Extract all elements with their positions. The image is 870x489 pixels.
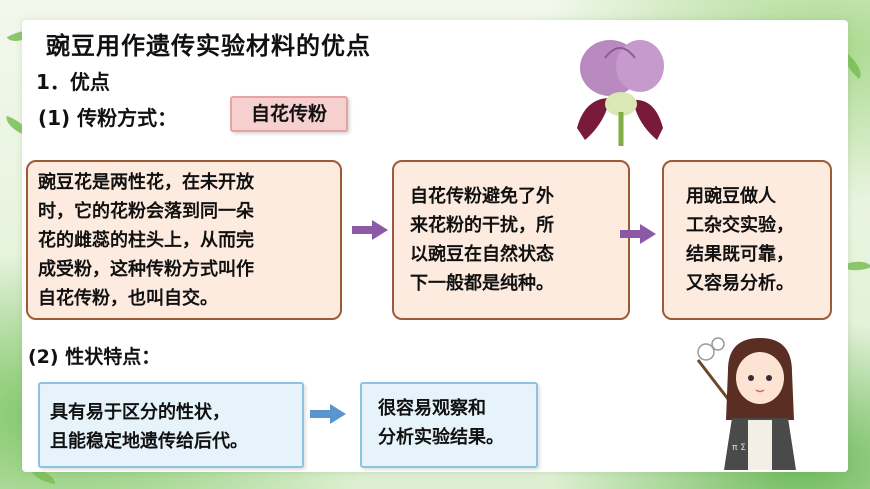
arrow-right-icon (352, 220, 388, 240)
text-line: 豌豆花是两性花，在未开放 (38, 172, 254, 193)
text-line: 结果既可靠， (686, 244, 794, 265)
observation-box: 很容易观察和 分析实验结果。 (360, 382, 538, 468)
text-line: 又容易分析。 (686, 273, 794, 294)
text-line: 时，它的花粉会落到同一朵 (38, 201, 254, 222)
text-line: 以豌豆在自然状态 (410, 244, 554, 265)
text-line: 且能稳定地遗传给后代。 (50, 431, 248, 452)
text-line: 很容易观察和 (378, 398, 486, 419)
text-line: 工杂交实验， (686, 215, 794, 236)
text-line: 下一般都是纯种。 (410, 273, 554, 294)
svg-text:π Σ: π Σ (732, 443, 746, 453)
text-line: 花的雌蕊的柱头上，从而完 (38, 230, 254, 251)
teacher-girl-illustration: π Σ (696, 337, 796, 470)
text-line: 具有易于区分的性状， (50, 402, 230, 423)
text-line: 分析实验结果。 (378, 427, 504, 448)
traits-box: 具有易于区分的性状， 且能稳定地遗传给后代。 (38, 382, 304, 468)
text-line: 自花传粉，也叫自交。 (38, 288, 218, 309)
text-line: 来花粉的干扰，所 (410, 215, 554, 236)
flow-box-pure-breed: 自花传粉避免了外 来花粉的干扰，所 以豌豆在自然状态 下一般都是纯种。 (392, 160, 630, 320)
flow-box-pollination-desc: 豌豆花是两性花，在未开放 时，它的花粉会落到同一朵 花的雌蕊的柱头上，从而完 成… (26, 160, 342, 320)
text-line: 自花传粉避免了外 (410, 186, 554, 207)
arrow-right-icon (620, 224, 656, 244)
self-pollination-tag: 自花传粉 (230, 96, 348, 132)
pollination-heading: (1) 传粉方式： (38, 106, 178, 130)
text-line: 成受粉，这种传粉方式叫作 (38, 259, 254, 280)
traits-heading: (2) 性状特点： (28, 346, 161, 368)
flow-box-result: 用豌豆做人 工杂交实验， 结果既可靠， 又容易分析。 (662, 160, 832, 320)
arrow-right-icon (310, 404, 346, 424)
section-heading-advantages: 1．优点 (36, 70, 110, 94)
pea-flower-image (577, 40, 664, 146)
slide-title: 豌豆用作遗传实验材料的优点 (46, 32, 371, 60)
text-line: 用豌豆做人 (686, 186, 776, 207)
